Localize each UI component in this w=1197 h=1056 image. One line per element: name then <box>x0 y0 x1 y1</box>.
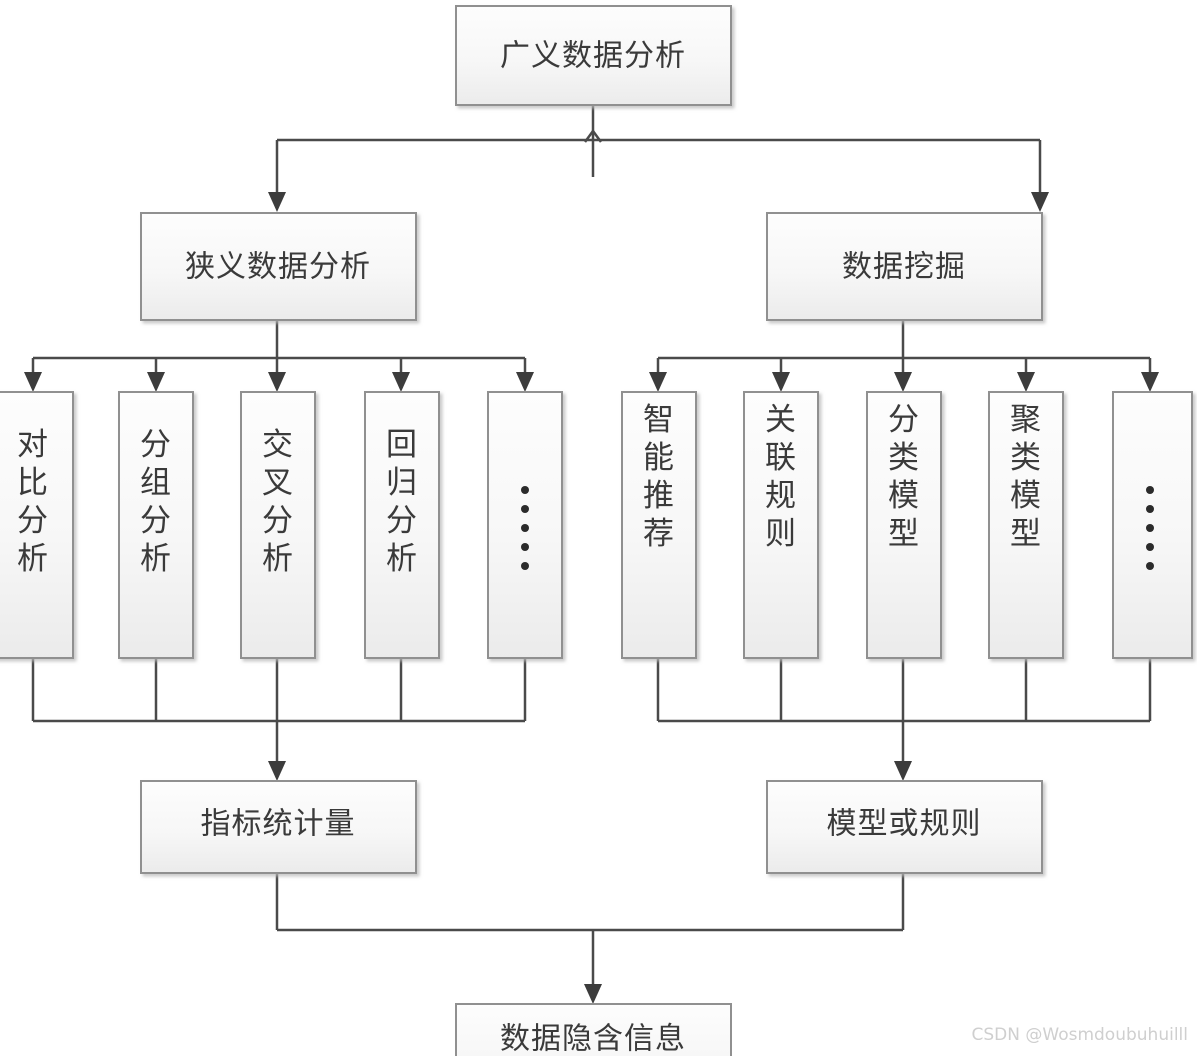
node-group-analysis-label: 分组分析 <box>140 427 172 577</box>
node-clustering-model[interactable]: 聚类模型 <box>988 391 1064 659</box>
node-model-or-rules-label: 模型或规则 <box>827 807 982 842</box>
node-intelligent-recommendation[interactable]: 智能推荐 <box>621 391 697 659</box>
node-narrow-data-analysis[interactable]: 狭义数据分析 <box>140 212 417 321</box>
node-regression-analysis[interactable]: 回归分析 <box>364 391 440 659</box>
node-group-analysis[interactable]: 分组分析 <box>118 391 194 659</box>
node-regression-analysis-label: 回归分析 <box>386 427 418 577</box>
node-cross-analysis-label: 交叉分析 <box>262 427 294 577</box>
arrow-head-model-or-rules <box>894 761 912 781</box>
node-metric-statistics[interactable]: 指标统计量 <box>140 780 417 874</box>
node-right-ellipsis[interactable] <box>1112 391 1193 659</box>
edge-left-fanout <box>24 320 534 392</box>
edges-layer <box>24 105 1159 1004</box>
edge-root-split <box>268 138 1049 212</box>
arrow-head-metric-statistics <box>268 761 286 781</box>
node-narrow-data-analysis-label: 狭义数据分析 <box>185 250 371 285</box>
arrow-head-left-branch <box>268 192 286 212</box>
node-association-rules[interactable]: 关联规则 <box>743 391 819 659</box>
node-intelligent-recommendation-label: 智能推荐 <box>643 402 675 552</box>
watermark: CSDN @Wosmdoubuhuilll <box>972 1025 1188 1045</box>
node-metric-statistics-label: 指标统计量 <box>201 807 356 842</box>
node-comparative-analysis-label: 对比分析 <box>17 427 49 577</box>
edge-left-merge <box>31 658 527 781</box>
node-comparative-analysis[interactable]: 对比分析 <box>0 391 74 659</box>
node-generalized-data-analysis[interactable]: 广义数据分析 <box>455 5 732 106</box>
node-model-or-rules[interactable]: 模型或规则 <box>766 780 1043 874</box>
node-clustering-model-label: 聚类模型 <box>1010 402 1042 552</box>
node-cross-analysis[interactable]: 交叉分析 <box>240 391 316 659</box>
node-data-mining[interactable]: 数据挖掘 <box>766 212 1043 321</box>
node-left-ellipsis[interactable] <box>487 391 563 659</box>
node-generalized-data-analysis-label: 广义数据分析 <box>500 39 686 74</box>
node-association-rules-label: 关联规则 <box>765 402 797 552</box>
node-implicit-data-information[interactable]: 数据隐含信息 <box>455 1003 732 1056</box>
arrow-head-right-branch <box>1031 192 1049 212</box>
arrow-head-result <box>584 984 602 1004</box>
vertical-ellipsis-icon <box>1146 486 1154 570</box>
edge-final-merge <box>275 873 905 1004</box>
node-classification-model[interactable]: 分类模型 <box>866 391 942 659</box>
edge-right-merge <box>656 658 1152 781</box>
vertical-ellipsis-icon <box>521 486 529 570</box>
edge-right-fanout <box>649 320 1159 392</box>
node-implicit-data-information-label: 数据隐含信息 <box>500 1022 686 1056</box>
node-classification-model-label: 分类模型 <box>888 402 920 552</box>
node-data-mining-label: 数据挖掘 <box>842 250 966 285</box>
